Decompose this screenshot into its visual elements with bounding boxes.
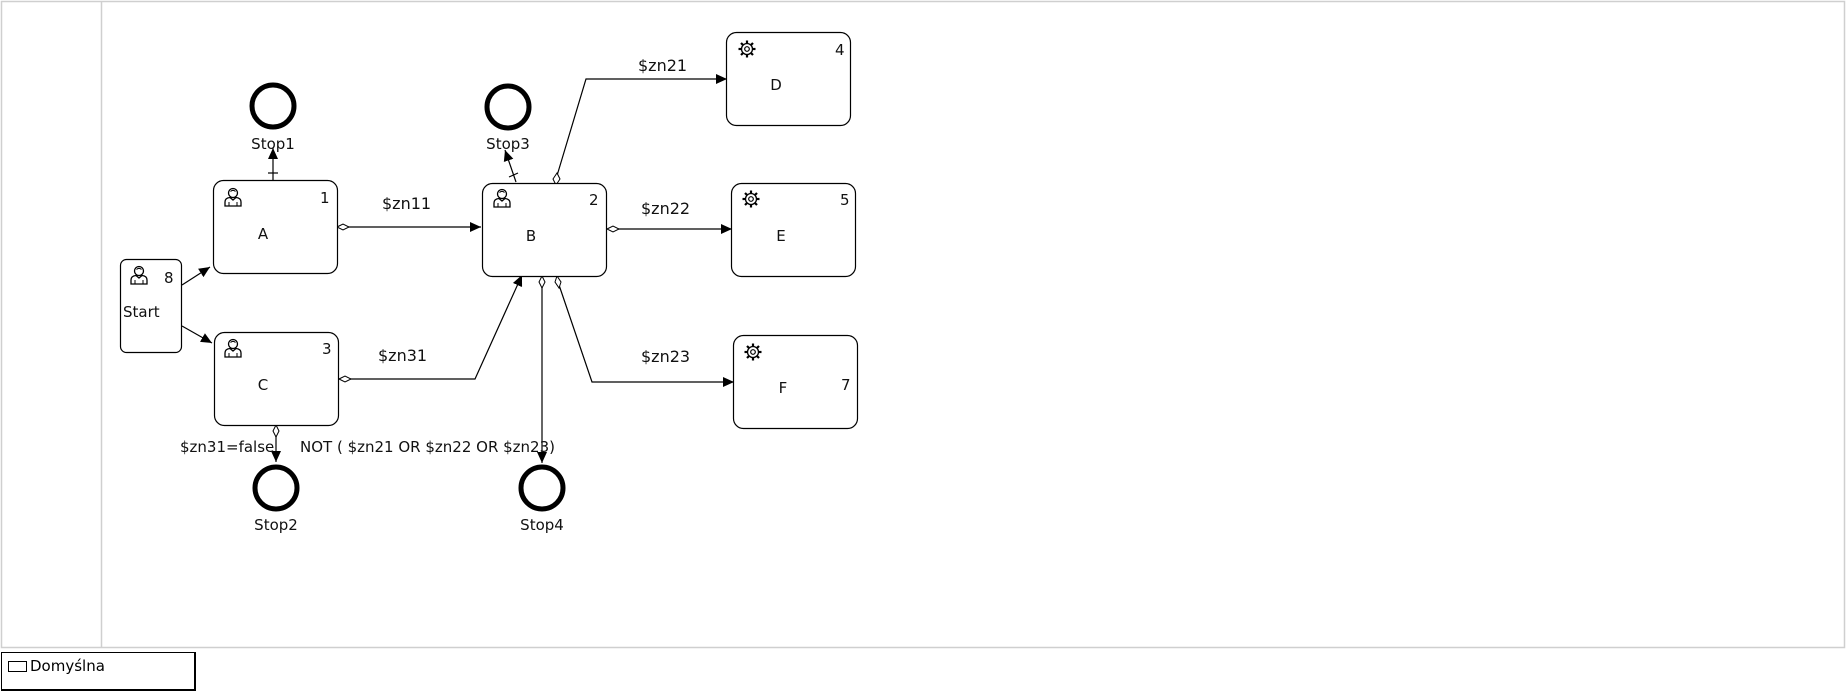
stop4-event[interactable]: Stop4	[518, 464, 566, 534]
end-event-circle	[484, 83, 532, 131]
task-box	[481, 182, 608, 278]
stop-label: Stop2	[254, 516, 298, 534]
task-number: 4	[835, 41, 845, 59]
task-c[interactable]: 3 C	[213, 331, 340, 427]
stop-label: Stop4	[520, 516, 564, 534]
diamond-marker-b-bottom-left	[538, 274, 546, 290]
task-number: 8	[164, 269, 174, 287]
task-e[interactable]: 5 E	[730, 182, 857, 278]
flow-label-b-f: $zn23	[641, 347, 690, 366]
task-box	[212, 179, 339, 275]
flow-start-a[interactable]	[181, 266, 211, 286]
task-d[interactable]: 4 D	[725, 31, 852, 127]
task-name: A	[258, 225, 269, 243]
diamond-marker-a	[335, 223, 351, 231]
task-f[interactable]: 7 F	[732, 334, 859, 430]
flow-c-b[interactable]	[345, 274, 523, 380]
task-box	[730, 182, 857, 278]
task-name: E	[776, 227, 785, 245]
stop-label: Stop3	[486, 135, 530, 153]
flow-b-stop3-tick	[508, 172, 519, 178]
task-box	[732, 334, 859, 430]
stop3-event[interactable]: Stop3	[484, 83, 532, 153]
task-b[interactable]: 2 B	[481, 182, 608, 278]
canvas-border	[0, 0, 1846, 649]
task-number: 3	[322, 340, 332, 358]
stop1-event[interactable]: Stop1	[249, 82, 297, 153]
flow-label-b-e: $zn22	[641, 199, 690, 218]
task-start[interactable]: 8 Start	[119, 258, 183, 354]
lane-tab-default[interactable]: Domyślna	[1, 652, 196, 691]
task-box	[725, 31, 852, 127]
flow-label-a-b: $zn11	[382, 194, 431, 213]
flow-b-d[interactable]	[555, 74, 727, 180]
task-name: Start	[123, 303, 160, 321]
task-name: D	[770, 76, 782, 94]
diamond-marker-c-bottom	[272, 423, 280, 439]
flow-label-c-b: $zn31	[378, 346, 427, 365]
diamond-marker-b-right	[605, 225, 621, 233]
task-name: C	[258, 376, 268, 394]
end-event-circle	[518, 464, 566, 512]
end-event-circle	[252, 464, 300, 512]
stop-label: Stop1	[251, 135, 295, 153]
task-box	[213, 331, 340, 427]
stop2-event[interactable]: Stop2	[252, 464, 300, 534]
task-name: B	[526, 227, 536, 245]
diamond-marker-c	[337, 375, 353, 383]
flow-b-f[interactable]	[557, 281, 734, 387]
task-box	[119, 258, 183, 354]
task-number: 2	[589, 191, 599, 209]
lane-color-swatch	[8, 661, 27, 672]
lane-label: Domyślna	[30, 657, 105, 675]
task-name: F	[779, 379, 788, 397]
task-a[interactable]: 1 A	[212, 179, 339, 275]
flow-label-c-stop2: $zn31=false	[180, 438, 274, 456]
task-number: 1	[320, 189, 330, 207]
flow-label-b-d: $zn21	[638, 56, 687, 75]
task-number: 5	[840, 191, 850, 209]
diamond-marker-b-bottom-right	[554, 274, 562, 290]
flow-b-stop3[interactable]	[503, 149, 517, 183]
flow-label-b-stop4: NOT ( $zn21 OR $zn22 OR $zn23)	[300, 438, 555, 456]
end-event-circle	[249, 82, 297, 130]
task-number: 7	[841, 376, 851, 394]
process-diagram-canvas[interactable]: 8 Start 1 A 3 C 2 B 4 D	[0, 0, 1846, 650]
flow-start-c[interactable]	[181, 325, 213, 344]
